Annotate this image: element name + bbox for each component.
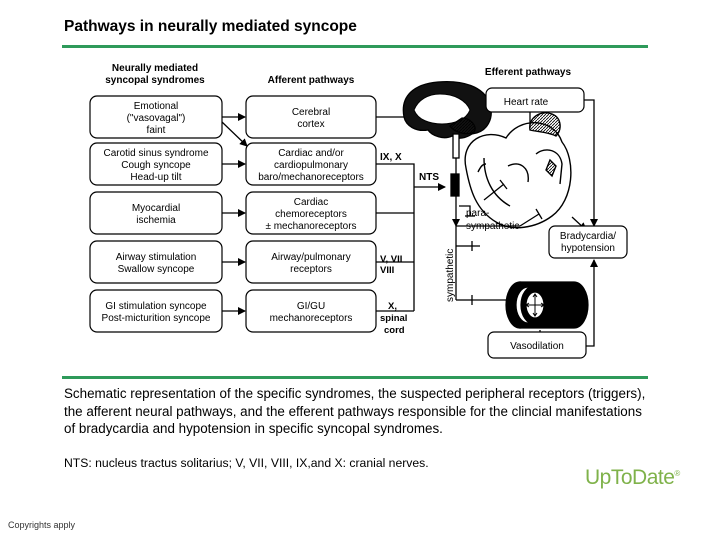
syndrome-box-gi: GI stimulation syncope Post-micturition …: [89, 289, 223, 333]
syndromes-header-line1: Neurally mediated: [112, 63, 198, 74]
syndrome-line: ("vasovagal"): [127, 113, 186, 124]
syndrome-line: Post-micturition syncope: [102, 313, 211, 324]
blood-vessel-icon: [505, 281, 589, 329]
afferent-line: GI/GU: [297, 301, 325, 312]
syndrome-line: Head-up tilt: [130, 172, 181, 183]
syndrome-box-emotional: Emotional ("vasovagal") faint: [89, 95, 223, 139]
parasympathetic-label-2: sympathetic: [466, 221, 519, 232]
syncope-pathway-diagram: Neurally mediated syncopal syndromes Aff…: [89, 63, 628, 359]
efferent-lines: [452, 99, 598, 347]
sympathetic-label: sympathetic: [445, 249, 456, 302]
figure-caption: Schematic representation of the specific…: [64, 386, 646, 437]
heart-rate-box: Heart rate: [485, 87, 585, 113]
nerve-label-v-vii: V, VII: [380, 254, 402, 265]
page-title: Pathways in neurally mediated syncope: [64, 18, 357, 35]
nerve-label-x: X,: [388, 301, 397, 312]
syndrome-line: Airway stimulation: [116, 252, 197, 263]
syndrome-line: ischemia: [136, 215, 176, 226]
logo-text: UpToDate: [585, 466, 675, 489]
afferent-line: chemoreceptors: [275, 209, 347, 220]
heart-rate-label: Heart rate: [504, 97, 549, 108]
syndrome-line: GI stimulation syncope: [105, 301, 207, 312]
syndrome-line: Myocardial: [132, 203, 180, 214]
afferent-line: Cerebral: [292, 107, 330, 118]
afferent-line: Airway/pulmonary: [271, 252, 350, 263]
bradycardia-label-1: Bradycardia/: [560, 231, 616, 242]
afferent-to-nts-lines: [376, 116, 446, 312]
heart-icon: [464, 112, 572, 229]
syndrome-line: Swallow syncope: [118, 264, 195, 275]
syndrome-box-ischemia: Myocardial ischemia: [89, 191, 223, 235]
afferent-line: receptors: [290, 264, 332, 275]
syndrome-line: Emotional: [134, 101, 178, 112]
abbreviation-note: NTS: nucleus tractus solitarius; V, VII,…: [64, 456, 429, 470]
afferent-line: Cardiac: [294, 197, 328, 208]
afferent-box-baroreceptors: Cardiac and/or cardiopulmonary baro/mech…: [245, 142, 377, 186]
vasodilation-label: Vasodilation: [510, 341, 564, 352]
vasodilation-box: Vasodilation: [487, 331, 587, 359]
afferent-line: ± mechanoreceptors: [265, 221, 356, 232]
afferent-header: Afferent pathways: [268, 75, 355, 86]
bradycardia-box: Bradycardia/ hypotension: [548, 225, 628, 259]
afferent-line: cortex: [297, 119, 324, 130]
afferent-box-chemoreceptors: Cardiac chemoreceptors ± mechanoreceptor…: [245, 191, 377, 235]
afferent-box-cortex: Cerebral cortex: [245, 95, 377, 139]
brain-icon: [402, 80, 492, 206]
copyright-notice: Copyrights apply: [8, 520, 76, 530]
parasympathetic-label-1: para-: [466, 208, 489, 219]
bradycardia-label-2: hypotension: [561, 243, 615, 254]
syndromes-header-line2: syncopal syndromes: [105, 75, 205, 86]
syndrome-box-airway: Airway stimulation Swallow syncope: [89, 240, 223, 284]
afferent-line: mechanoreceptors: [270, 313, 353, 324]
afferent-box-gi: GI/GU mechanoreceptors: [245, 289, 377, 333]
efferent-header: Efferent pathways: [485, 67, 572, 78]
syndrome-to-afferent-arrows: [221, 113, 248, 315]
nts-label: NTS: [419, 172, 439, 183]
syndrome-line: Carotid sinus syndrome: [103, 148, 208, 159]
afferent-line: cardiopulmonary: [274, 160, 348, 171]
nerve-label-viii: VIII: [380, 265, 394, 276]
nerve-label-spinal: spinal: [380, 313, 407, 324]
header-rule: [62, 45, 648, 48]
caption-rule: [62, 376, 648, 379]
afferent-line: Cardiac and/or: [278, 148, 344, 159]
registered-mark: ®: [674, 469, 680, 478]
syndrome-line: faint: [147, 125, 166, 136]
syndrome-line: Cough syncope: [121, 160, 191, 171]
syndrome-box-carotid: Carotid sinus syndrome Cough syncope Hea…: [89, 142, 223, 186]
afferent-line: baro/mechanoreceptors: [258, 172, 364, 183]
nerve-label-ix-x: IX, X: [380, 152, 402, 163]
nerve-label-cord: cord: [384, 325, 405, 336]
uptodate-logo: UpToDate®: [585, 466, 680, 490]
afferent-box-airway: Airway/pulmonary receptors: [245, 240, 377, 284]
